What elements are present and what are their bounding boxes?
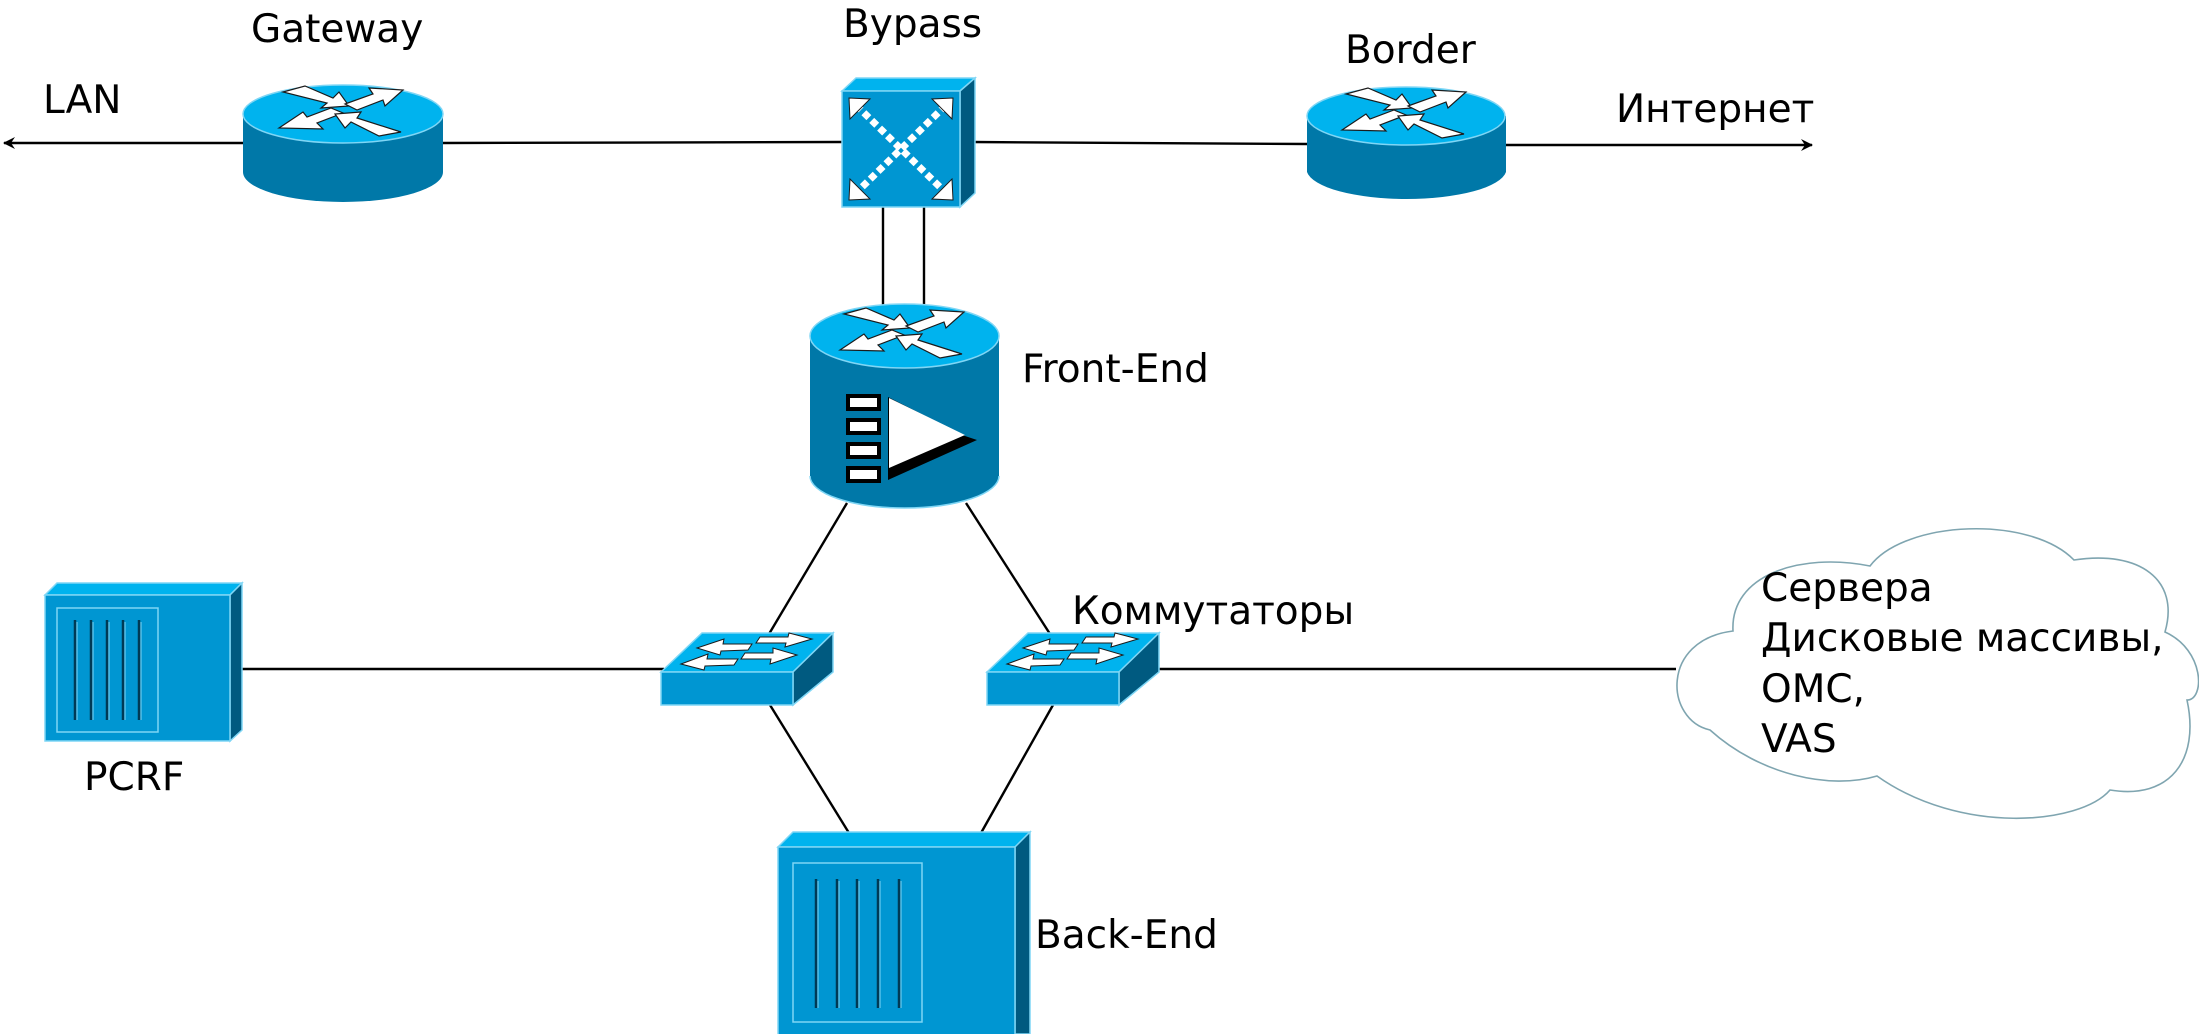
media-router-icon (809, 303, 1000, 509)
cloud-line-servers: Сервера (1761, 566, 1933, 611)
label-bypass: Bypass (843, 2, 982, 47)
links (3, 137, 1813, 834)
cloud-line-disk-arrays: Дисковые массивы, (1761, 616, 2164, 661)
label-lan: LAN (43, 78, 121, 123)
front-end-router[interactable] (809, 303, 1000, 509)
border-router[interactable] (1306, 86, 1506, 200)
link-switch-left-backend (768, 704, 851, 834)
labels: LAN Gateway Bypass Border Интернет Front… (43, 2, 1814, 958)
switch-icon (659, 631, 835, 707)
switch-left[interactable] (659, 631, 835, 707)
link-switch-right-backend (979, 704, 1055, 834)
bypass-switch[interactable] (840, 76, 978, 209)
server-icon (776, 830, 1032, 1034)
services-cloud[interactable]: Сервера Дисковые массивы, OMC, VAS (1676, 528, 2199, 820)
link-frontend-switch-right (964, 502, 1052, 635)
label-pcrf: PCRF (84, 755, 184, 800)
back-end-server[interactable] (776, 830, 1032, 1034)
link-frontend-switch-left (767, 502, 849, 635)
label-front-end: Front-End (1022, 347, 1209, 392)
label-internet: Интернет (1616, 87, 1814, 132)
media-bars (846, 394, 881, 483)
link-gateway-bypass (442, 140, 843, 145)
label-back-end: Back-End (1035, 913, 1218, 958)
label-switches: Коммутаторы (1072, 589, 1354, 634)
gateway-router[interactable] (242, 84, 444, 202)
cloud-shape (1676, 528, 2199, 820)
switch-icon (985, 631, 1161, 707)
link-bypass-border (971, 140, 1308, 146)
label-gateway: Gateway (251, 7, 423, 52)
switch-right[interactable] (985, 631, 1161, 707)
router-icon (242, 84, 444, 202)
cloud-line-omc: OMC, (1761, 667, 1865, 712)
pcrf-server[interactable] (43, 581, 244, 743)
server-icon (43, 581, 244, 743)
router-icon (1306, 86, 1506, 200)
cloud-line-vas: VAS (1761, 717, 1837, 762)
bypass-switch-icon (840, 76, 978, 209)
label-border: Border (1345, 28, 1477, 73)
